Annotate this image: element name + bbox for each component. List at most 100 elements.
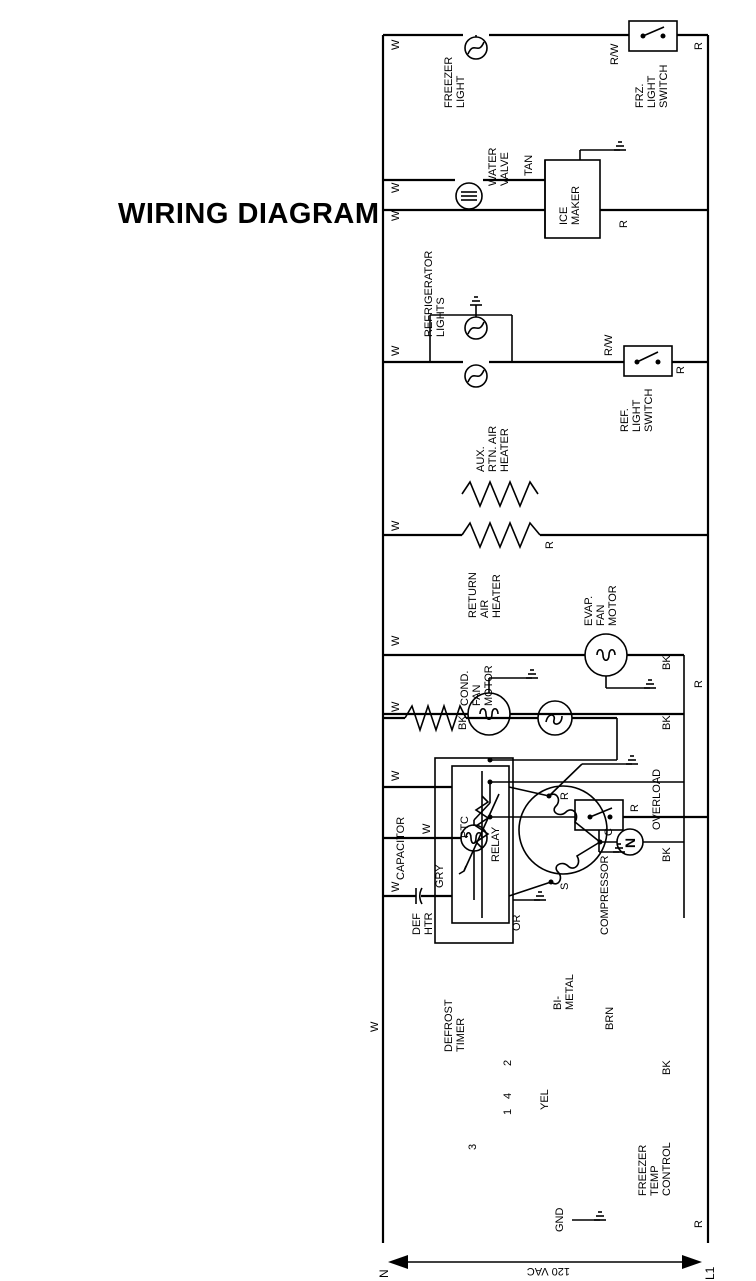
neutral-label: N <box>377 1269 391 1278</box>
wire-label-w: W <box>390 770 402 781</box>
timer-terminal-3: 3 <box>467 1144 479 1150</box>
voltage-arrow <box>388 1255 702 1269</box>
wire-label-rw: R/W <box>603 334 615 356</box>
relay-branch <box>383 765 510 924</box>
svg-text:TIMER: TIMER <box>455 1018 467 1052</box>
def-heater-branch <box>383 700 618 761</box>
svg-text:TEMP: TEMP <box>649 1165 661 1196</box>
svg-text:DEFROST: DEFROST <box>443 999 455 1052</box>
overload-n: N <box>622 838 638 848</box>
ice-maker-label: ICE MAKER <box>558 186 582 225</box>
wire-label-w: W <box>421 823 433 834</box>
wire-label-or: OR <box>511 914 523 931</box>
wire-label-w: W <box>390 520 402 531</box>
wire-label-yel: YEL <box>539 1089 551 1110</box>
evap-fan-branch <box>383 633 685 918</box>
svg-text:FREEZER: FREEZER <box>443 57 455 108</box>
def-htr-label: DEF HTR <box>411 912 435 935</box>
wire-label-w: W <box>390 210 402 221</box>
water-valve <box>455 182 483 210</box>
bi-metal-label: BI- METAL <box>552 974 576 1010</box>
return-heater-branch <box>383 520 708 550</box>
cond-fan-label: COND. FAN MOTOR <box>459 665 495 706</box>
svg-text:FRZ.: FRZ. <box>634 84 646 108</box>
diagram-title: WIRING DIAGRAM <box>118 198 380 230</box>
wire-label-bk: BK <box>661 655 673 670</box>
aux-heater <box>461 479 539 509</box>
svg-text:REFRIGERATOR: REFRIGERATOR <box>423 251 435 337</box>
freezer-temp-control <box>574 799 708 853</box>
svg-text:BI-: BI- <box>552 996 564 1010</box>
terminal-r: R <box>559 792 571 800</box>
wire-label-r: R <box>618 220 630 228</box>
svg-text:MAKER: MAKER <box>570 186 582 225</box>
wire-label-w: W <box>390 39 402 50</box>
timer-terminal-4: 4 <box>502 1093 514 1099</box>
freezer-light-label: FREEZER LIGHT <box>443 57 467 108</box>
wire-label-bk: BK <box>661 1060 673 1075</box>
frz-light-switch-label: FRZ. LIGHT SWITCH <box>634 65 670 108</box>
wire-label-r: R <box>675 366 687 374</box>
gnd-label: GND <box>554 1208 566 1233</box>
svg-text:MOTOR: MOTOR <box>483 665 495 706</box>
line-label: L1 <box>703 1266 717 1280</box>
refrigerator-lights-label: REFRIGERATOR LIGHTS <box>423 251 447 337</box>
svg-text:WATER: WATER <box>487 147 499 186</box>
defrost-timer <box>434 757 684 944</box>
svg-text:FREEZER: FREEZER <box>637 1145 649 1196</box>
ref-light-switch-label: REF. LIGHT SWITCH <box>619 389 655 432</box>
water-valve-label: WATER VALVE <box>487 147 511 186</box>
evap-fan-label: EVAP. FAN MOTOR <box>583 585 619 626</box>
wire-label-r: R <box>693 42 705 50</box>
frz-light-switch <box>628 20 678 52</box>
return-heater-label: RETURN AIR HEATER <box>467 572 503 618</box>
relay-label: RELAY <box>490 826 502 862</box>
svg-text:SWITCH: SWITCH <box>643 389 655 432</box>
wire-label-w: W <box>390 182 402 193</box>
wire-label-w: W <box>369 1021 381 1032</box>
svg-text:SWITCH: SWITCH <box>658 65 670 108</box>
wire-label-r: R <box>544 541 556 549</box>
svg-text:LIGHTS: LIGHTS <box>435 297 447 337</box>
defrost-timer-label: DEFROST TIMER <box>443 999 467 1052</box>
svg-text:HEATER: HEATER <box>499 428 511 472</box>
wire-label-w: W <box>390 881 402 892</box>
overload-label: OVERLOAD <box>651 769 663 830</box>
svg-text:DEF: DEF <box>411 913 423 935</box>
timer-terminal-2: 2 <box>502 1060 514 1066</box>
ptc-label: PTC <box>459 816 471 838</box>
wire-label-tan: TAN <box>523 155 535 176</box>
wire-label-w: W <box>390 635 402 646</box>
svg-text:RETURN: RETURN <box>467 572 479 618</box>
wire-label-r: R <box>629 804 641 812</box>
overload <box>600 828 684 856</box>
wire-label-bk: BK <box>661 715 673 730</box>
svg-text:ICE: ICE <box>558 207 570 225</box>
svg-text:FAN: FAN <box>471 685 483 706</box>
compressor <box>508 755 639 885</box>
ice-maker <box>544 141 627 239</box>
wire-label-w: W <box>390 345 402 356</box>
capacitor-label: CAPACITOR <box>395 817 407 880</box>
wire-label-r: R <box>693 1220 705 1228</box>
svg-text:METAL: METAL <box>564 974 576 1010</box>
capacitor <box>383 881 552 905</box>
wire-label-bk: BK <box>661 847 673 862</box>
wire-label-gry: GRY <box>434 864 446 888</box>
svg-text:AUX.: AUX. <box>475 446 487 472</box>
terminal-s: S <box>559 883 571 890</box>
wire-label-w: W <box>390 701 402 712</box>
freezer-temp-control-label: FREEZER TEMP CONTROL <box>637 1142 673 1196</box>
svg-text:RTN. AIR: RTN. AIR <box>487 426 499 472</box>
voltage-label: 120 VAC <box>527 1265 570 1277</box>
refrigerator-lights-branch <box>383 296 708 388</box>
svg-text:LIGHT: LIGHT <box>646 75 658 108</box>
timer-terminal-1: 1 <box>502 1109 514 1115</box>
wire-label-rw: R/W <box>609 43 621 65</box>
svg-text:MOTOR: MOTOR <box>607 585 619 626</box>
svg-text:LIGHT: LIGHT <box>455 75 467 108</box>
svg-text:CONTROL: CONTROL <box>661 1142 673 1196</box>
svg-text:FAN: FAN <box>595 605 607 626</box>
wire-label-brn: BRN <box>604 1007 616 1030</box>
